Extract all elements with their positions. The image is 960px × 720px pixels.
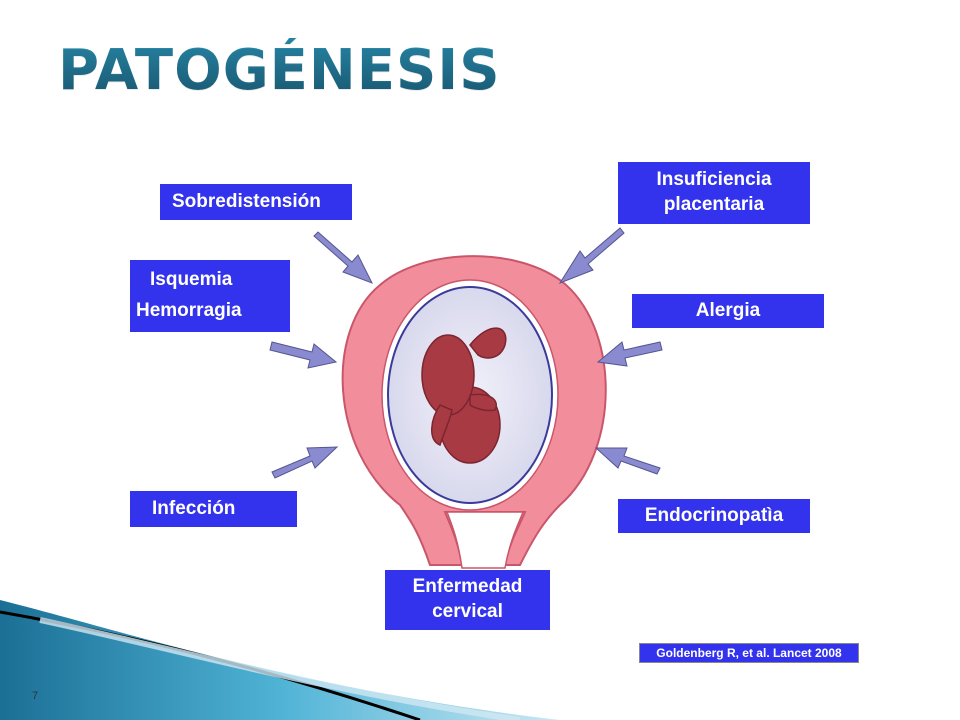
arrow-insuficiencia <box>558 227 625 285</box>
label-insuficiencia-placentaria: Insuficiencia placentaria <box>618 162 810 224</box>
label-alergia-text: Alergia <box>695 299 761 321</box>
label-enfermedad-line2: cervical <box>432 601 503 622</box>
label-infeccion-text: Infección <box>152 497 236 519</box>
label-enfermedad-cervical: Enfermedad cervical <box>385 570 550 630</box>
corner-swoosh <box>0 600 560 720</box>
label-enfermedad-line1: Enfermedad <box>412 576 523 598</box>
arrow-endocrinopatia <box>594 447 661 475</box>
arrow-infeccion <box>271 446 339 479</box>
label-endocrinopatia-text: Endocrinopatìa <box>644 504 784 526</box>
label-alergia: Alergia <box>632 294 824 328</box>
uterus-illustration <box>341 255 607 569</box>
page-number: 7 <box>32 690 39 702</box>
label-hemorragia-text: Hemorragia <box>136 300 242 321</box>
label-sobredistension: Sobredistensión <box>160 184 352 220</box>
label-sobredistension-text: Sobredistensión <box>172 190 321 212</box>
label-isquemia-text: Isquemia <box>150 269 233 291</box>
page-title: PATOGÉNESIS <box>58 38 501 103</box>
fetus-icon <box>421 327 507 464</box>
arrow-alergia <box>596 341 663 367</box>
label-infeccion: Infección <box>130 491 297 527</box>
citation-badge: Goldenberg R, et al. Lancet 2008 <box>639 643 859 663</box>
arrow-isquemia <box>269 341 338 369</box>
label-endocrinopatia: Endocrinopatìa <box>618 499 810 533</box>
label-isquemia-hemorragia: Isquemia Hemorragia <box>130 260 290 332</box>
label-insuficiencia-line2: placentaria <box>663 194 765 215</box>
arrows <box>269 227 663 479</box>
label-insuficiencia-line1: Insuficiencia <box>656 169 772 191</box>
arrow-sobredistension <box>313 231 374 284</box>
